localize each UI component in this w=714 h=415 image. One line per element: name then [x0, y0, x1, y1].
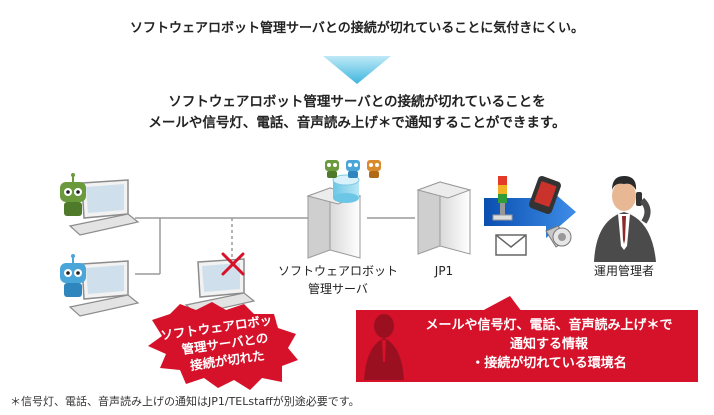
down-arrow-icon: [323, 56, 391, 84]
robot-group-icon: [325, 160, 381, 178]
callout-box: [356, 310, 698, 382]
footnote: ＊信号灯、電話、音声読み上げの通知はJP1/TELstaffが別途必要です。: [10, 395, 360, 408]
callout-pointer: [480, 296, 522, 312]
robot-server-label: ソフトウェアロボット 管理サーバ: [268, 262, 408, 298]
operator-person-icon: [594, 176, 656, 262]
laptop-icon-1: [68, 179, 140, 236]
mail-icon: [495, 234, 527, 256]
laptop-icon-2: [68, 260, 140, 317]
problem-statement: ソフトウェアロボット管理サーバとの接続が切れていることに気付きにくい。: [129, 21, 585, 36]
jp1-label: JP1: [434, 264, 454, 278]
callout-line-2: 通知する情報: [509, 337, 588, 352]
robot-icon-green: [60, 173, 86, 216]
operator-label: 運用管理者: [593, 264, 654, 278]
robot-icon-blue: [60, 254, 86, 297]
disconnect-x-icon: [221, 252, 245, 276]
speaker-icon: [545, 225, 572, 248]
callout-line-1: メールや信号灯、電話、音声読み上げ＊で: [425, 318, 673, 333]
robot-server-label-line-1: ソフトウェアロボット: [277, 264, 398, 278]
solution-line-2: メールや信号灯、電話、音声読み上げ＊で通知することができます。: [148, 115, 566, 131]
phone-icon: [529, 176, 561, 214]
jp1-server-icon: [416, 181, 472, 255]
callout-line-3: ・接続が切れている環境名: [471, 356, 627, 371]
signal-tower-icon: [492, 176, 513, 221]
silhouette-person-icon: [364, 314, 404, 380]
robot-server-icon: [306, 174, 362, 259]
callout-text: メールや信号灯、電話、音声読み上げ＊で 通知する情報 ・接続が切れている環境名: [400, 316, 698, 373]
solution-statement: ソフトウェアロボット管理サーバとの接続が切れていることを メールや信号灯、電話、…: [0, 92, 714, 134]
connection-lines: [135, 217, 415, 275]
disconnect-alert-burst: [148, 302, 298, 390]
solution-line-1: ソフトウェアロボット管理サーバとの接続が切れていることを: [168, 94, 546, 110]
robot-server-label-line-2: 管理サーバ: [308, 282, 368, 296]
